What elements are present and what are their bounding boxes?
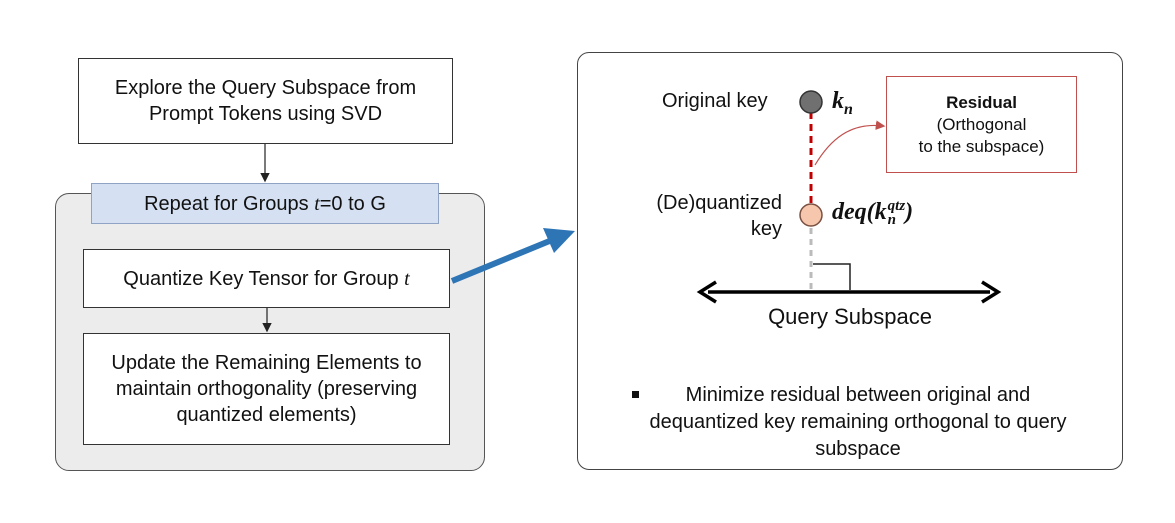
- axis-right-arrowhead: [981, 280, 1002, 304]
- update-elements-box: Update the Remaining Elements to maintai…: [83, 333, 450, 445]
- blue-arrow-shaft: [450, 237, 554, 284]
- repeat-suffix: =0 to G: [319, 192, 386, 215]
- kn-math-label: kn: [832, 88, 853, 119]
- deq-suffix: ): [905, 199, 914, 225]
- quantize-key-box: Quantize Key Tensor for Group t: [83, 249, 450, 308]
- right-angle-marker: [813, 263, 851, 290]
- deq-prefix: deq(k: [832, 199, 887, 225]
- residual-desc-line2: to the subspace): [918, 136, 1045, 156]
- quantize-prefix: Quantize Key Tensor for Group: [123, 267, 405, 290]
- quantize-var: t: [404, 267, 410, 290]
- kn-base: k: [832, 88, 844, 114]
- minimize-bullet-text: Minimize residual between original and d…: [649, 384, 1067, 460]
- residual-desc-line1: (Orthogonal: [936, 114, 1027, 134]
- update-text: Update the Remaining Elements to maintai…: [111, 352, 422, 426]
- repeat-text: Repeat for Groups t=0 to G: [144, 191, 386, 217]
- blue-arrow-head: [543, 228, 575, 253]
- dequantized-key-node: [799, 203, 823, 227]
- dequantized-key-label: (De)quantized key: [620, 190, 782, 242]
- axis-left-arrowhead: [696, 280, 717, 304]
- repeat-var: t: [314, 192, 320, 215]
- residual-pointer: [814, 120, 886, 166]
- original-key-node: [799, 90, 823, 114]
- explore-text: Explore the Query Subspace from Prompt T…: [114, 77, 417, 125]
- dequantized-label-line1: (De)quantized: [656, 192, 782, 214]
- kn-sub: n: [844, 100, 853, 118]
- explore-subspace-box: Explore the Query Subspace from Prompt T…: [78, 58, 453, 144]
- repeat-groups-box: Repeat for Groups t=0 to G: [91, 183, 439, 224]
- repeat-prefix: Repeat for Groups: [144, 192, 315, 215]
- bullet-marker: [632, 391, 639, 398]
- quantize-text: Quantize Key Tensor for Group t: [123, 266, 409, 292]
- residual-box: Residual (Orthogonal to the subspace): [886, 76, 1077, 173]
- deq-sub: n: [887, 212, 896, 229]
- query-subspace-label: Query Subspace: [768, 304, 932, 329]
- residual-title: Residual: [946, 92, 1017, 112]
- deq-sup: qtz: [887, 198, 906, 215]
- original-key-label: Original key: [662, 90, 768, 112]
- dequantized-label-line2: key: [750, 218, 782, 240]
